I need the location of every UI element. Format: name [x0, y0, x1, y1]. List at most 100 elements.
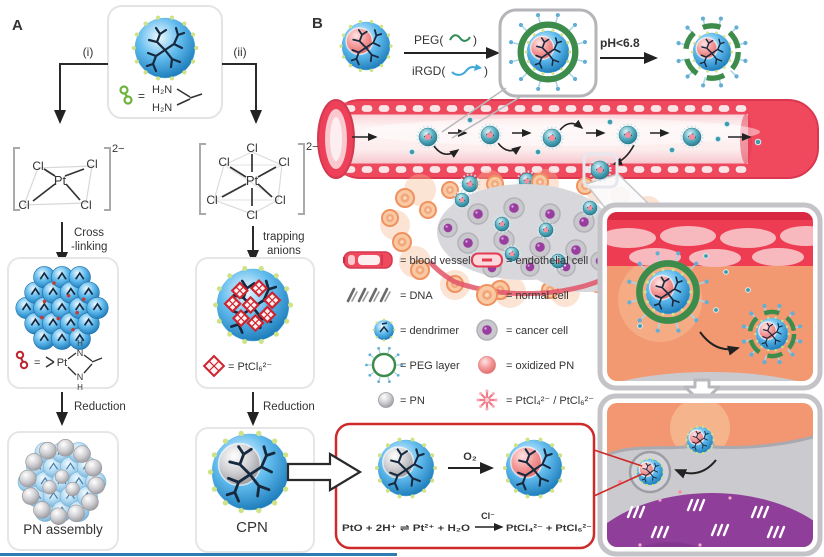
reaction-equation-right: PtCl₄²⁻ + PtCl₆²⁻ [506, 523, 592, 534]
trapping-label-2: anions [267, 245, 301, 257]
depegylated-particle [676, 16, 748, 88]
legend-label: = blood vessel [400, 255, 471, 267]
irgd-label-close: ) [484, 64, 488, 78]
irgd-arrowhead [474, 64, 482, 71]
svg-text:H: H [77, 339, 83, 348]
reduction-label-left: Reduction [74, 401, 126, 413]
svg-text:Cl: Cl [80, 198, 91, 212]
panel-b-label: B [312, 15, 323, 32]
oxidized-pn-icon [478, 356, 496, 374]
h2n-top: H₂N [152, 84, 172, 96]
oxidizable-cpn-particle [339, 19, 393, 73]
crosslinked-dendrimer [15, 266, 109, 350]
pegylated-particle [508, 12, 588, 92]
legend-label: = oxidized PN [506, 360, 574, 372]
o2-label: O₂ [463, 451, 477, 463]
inset-extravasation [597, 202, 823, 391]
ptcl6-eq-label: = PtCl₆²⁻ [228, 361, 272, 373]
pn-assembly-graphic [17, 439, 107, 525]
red-connector-line [593, 473, 643, 497]
route-ii-arrow [222, 63, 262, 124]
ph-label: pH<6.8 [600, 36, 640, 50]
pn-icon [378, 392, 394, 408]
cpn-to-oxidized-particles [374, 437, 566, 499]
svg-text:=: = [34, 357, 40, 369]
legend-label: = DNA [400, 290, 433, 302]
charge-label: 2− [306, 141, 319, 153]
svg-text:Cl: Cl [246, 208, 257, 222]
svg-text:Cl: Cl [18, 198, 29, 212]
legend: = blood vessel = DNA = dendrimer = PEG l… [343, 251, 594, 411]
legend-label: = normal cell [506, 290, 569, 302]
irgd-peptide-glyph [451, 66, 477, 76]
endothelial-cell-icon [471, 252, 503, 268]
ptcl-anions-icon [476, 389, 498, 411]
internalized-particles [618, 425, 715, 494]
route-i-label: (i) [83, 45, 94, 59]
legend-label: = PN [400, 395, 425, 407]
inset-cell-uptake [597, 393, 823, 557]
shedding-arrow [699, 331, 740, 356]
dna-icon [346, 287, 391, 303]
oxidation-reaction-box: O₂ PtO + 2H⁺ ⇌ Pt²⁺ + H₂O Cl⁻ PtCl₄²⁻ + … [334, 422, 596, 550]
pegylation-row: B PEG( ) iRGD( ) pH<6.8 [312, 8, 748, 139]
callout-line [441, 87, 507, 133]
pt-chelate-definition: = Pt N H N H [15, 339, 103, 392]
peg-label: PEG( [414, 33, 443, 47]
cancer-cell-icon [476, 319, 498, 341]
svg-text:Cl: Cl [86, 157, 97, 171]
cell-nucleus [607, 493, 813, 547]
irgd-label: iRGD( [412, 64, 445, 78]
anion-loaded-dendrimer [213, 265, 293, 345]
ptcl6-complex: Cl Cl Cl Cl Cl Cl Pt 2− [199, 141, 319, 222]
blood-vessel-icon [343, 251, 393, 269]
peg-shedding-particles [627, 251, 803, 365]
ptcl6-anion-definition: = PtCl₆²⁻ [202, 354, 272, 378]
peg-layer-icon [365, 346, 403, 384]
legend-label: = endothelial cell [506, 255, 588, 267]
diamine-monomer: = H₂N H₂N [119, 84, 203, 114]
charge-label: 2− [112, 143, 125, 155]
svg-text:Cl: Cl [206, 193, 217, 207]
cpn-to-reaction-arrow [286, 452, 363, 492]
svg-text:N: N [77, 372, 84, 382]
route-i-arrow [54, 63, 108, 124]
red-connector-line [593, 449, 643, 467]
peg-chain-glyph [449, 34, 471, 42]
svg-text:N: N [77, 348, 84, 358]
trapping-label-1: trapping [263, 231, 305, 243]
extravasating-particle [588, 158, 612, 182]
crosslinking-label-1: Cross [74, 227, 104, 239]
route-ii-label: (ii) [233, 45, 246, 59]
svg-text:Cl: Cl [218, 155, 229, 169]
normal-cell-icon [476, 284, 498, 306]
svg-text:Pt: Pt [57, 357, 67, 369]
svg-text:Cl: Cl [246, 141, 257, 155]
dendrimer-icon [372, 318, 396, 342]
extravasation-highlight-box [582, 152, 619, 189]
svg-text:Cl: Cl [274, 193, 285, 207]
cpn-particle [207, 430, 293, 514]
ptcl4-complex: Cl Cl Cl Cl Pt 2− [13, 143, 125, 212]
cl-label: Cl⁻ [481, 511, 495, 521]
uptake-arrow [674, 459, 717, 479]
reduction-label-right: Reduction [263, 401, 315, 413]
callout-line [451, 95, 523, 139]
svg-text:Pt: Pt [54, 173, 67, 188]
h2n-bottom: H₂N [152, 102, 172, 114]
peg-label-close: ) [473, 33, 477, 47]
equals-sign: = [138, 89, 145, 103]
panel-a: A = H₂N H₂N (i) (ii) Cl Cl Cl Cl Pt [7, 5, 319, 553]
legend-label: = dendrimer [400, 325, 459, 337]
endothelial-cell-bands [332, 102, 748, 176]
svg-text:H: H [77, 383, 83, 392]
legend-label: = PEG layer [400, 360, 460, 372]
reaction-equation-left: PtO + 2H⁺ ⇌ Pt²⁺ + H₂O [342, 523, 470, 534]
bottom-rule [0, 553, 397, 556]
cpn-label: CPN [236, 519, 268, 536]
svg-text:Pt: Pt [246, 173, 259, 188]
nanoparticle-flow [352, 116, 762, 195]
svg-text:Cl: Cl [32, 159, 43, 173]
legend-label: = PtCl₄²⁻ / PtCl₆²⁻ [506, 395, 594, 407]
